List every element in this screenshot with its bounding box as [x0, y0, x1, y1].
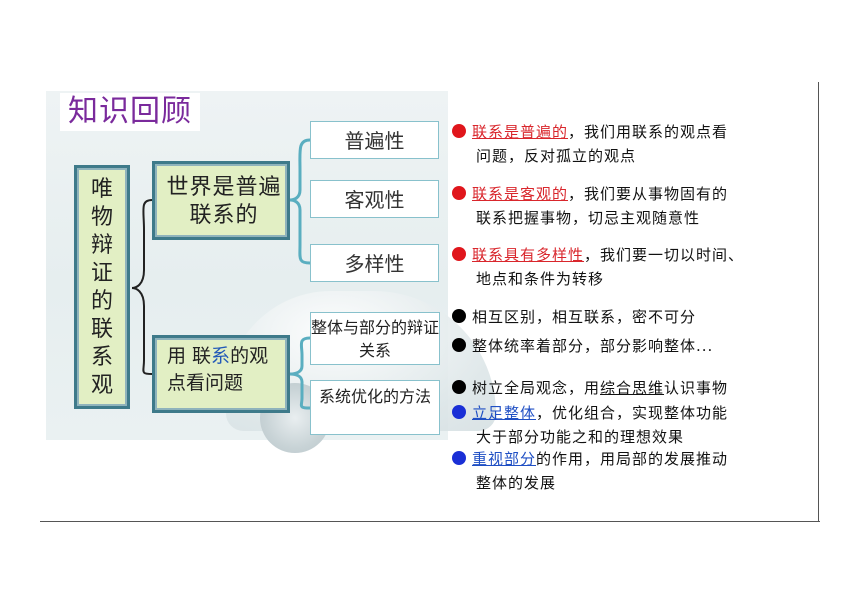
objective-box: 客观性: [310, 180, 439, 218]
note-whole-governs: 整体统率着部分，部分影响整体...: [452, 334, 822, 358]
note-global-view: 树立全局观念，用综合思维认识事物: [452, 376, 822, 400]
blue-dot-icon: [452, 405, 466, 419]
bottom-rule: [40, 521, 820, 522]
black-dot-icon: [452, 309, 466, 323]
system-box: 系统优化的方法: [310, 380, 440, 435]
note-distinction: 相互区别，相互联系，密不可分: [452, 305, 822, 329]
note-parts: 重视部分的作用，用局部的发展推动 整体的发展: [452, 447, 822, 495]
root-brace: [131, 199, 153, 375]
world-label: 世界是普遍联系的: [166, 175, 282, 228]
world-brace: [289, 138, 311, 265]
black-dot-icon: [452, 380, 466, 394]
view-brace: [289, 336, 311, 410]
note-diverse: 联系具有多样性，我们要一切以时间、 地点和条件为转移: [452, 243, 822, 291]
red-dot-icon: [452, 186, 466, 200]
universal-box: 普遍性: [310, 121, 439, 159]
black-dot-icon: [452, 338, 466, 352]
root-box: 唯物辩证的联系观: [74, 165, 130, 409]
diverse-box: 多样性: [310, 244, 439, 282]
red-dot-icon: [452, 124, 466, 138]
note-universal: 联系是普遍的，我们用联系的观点看 问题，反对孤立的观点: [452, 120, 822, 168]
red-dot-icon: [452, 247, 466, 261]
root-label: 唯物辩证的联系观: [90, 177, 113, 398]
page-title: 知识回顾: [60, 93, 200, 131]
view-label: 用 联系的观点看问题: [167, 345, 269, 394]
note-objective: 联系是客观的，我们要从事物固有的 联系把握事物，切忌主观随意性: [452, 182, 822, 230]
blue-dot-icon: [452, 451, 466, 465]
view-box: 用 联系的观点看问题: [152, 335, 290, 413]
note-whole: 立足整体，优化组合，实现整体功能 大于部分功能之和的理想效果: [452, 401, 822, 449]
world-box: 世界是普遍联系的: [152, 161, 290, 240]
whole-part-box: 整体与部分的辩证关系: [310, 312, 440, 365]
right-rule: [818, 82, 819, 522]
